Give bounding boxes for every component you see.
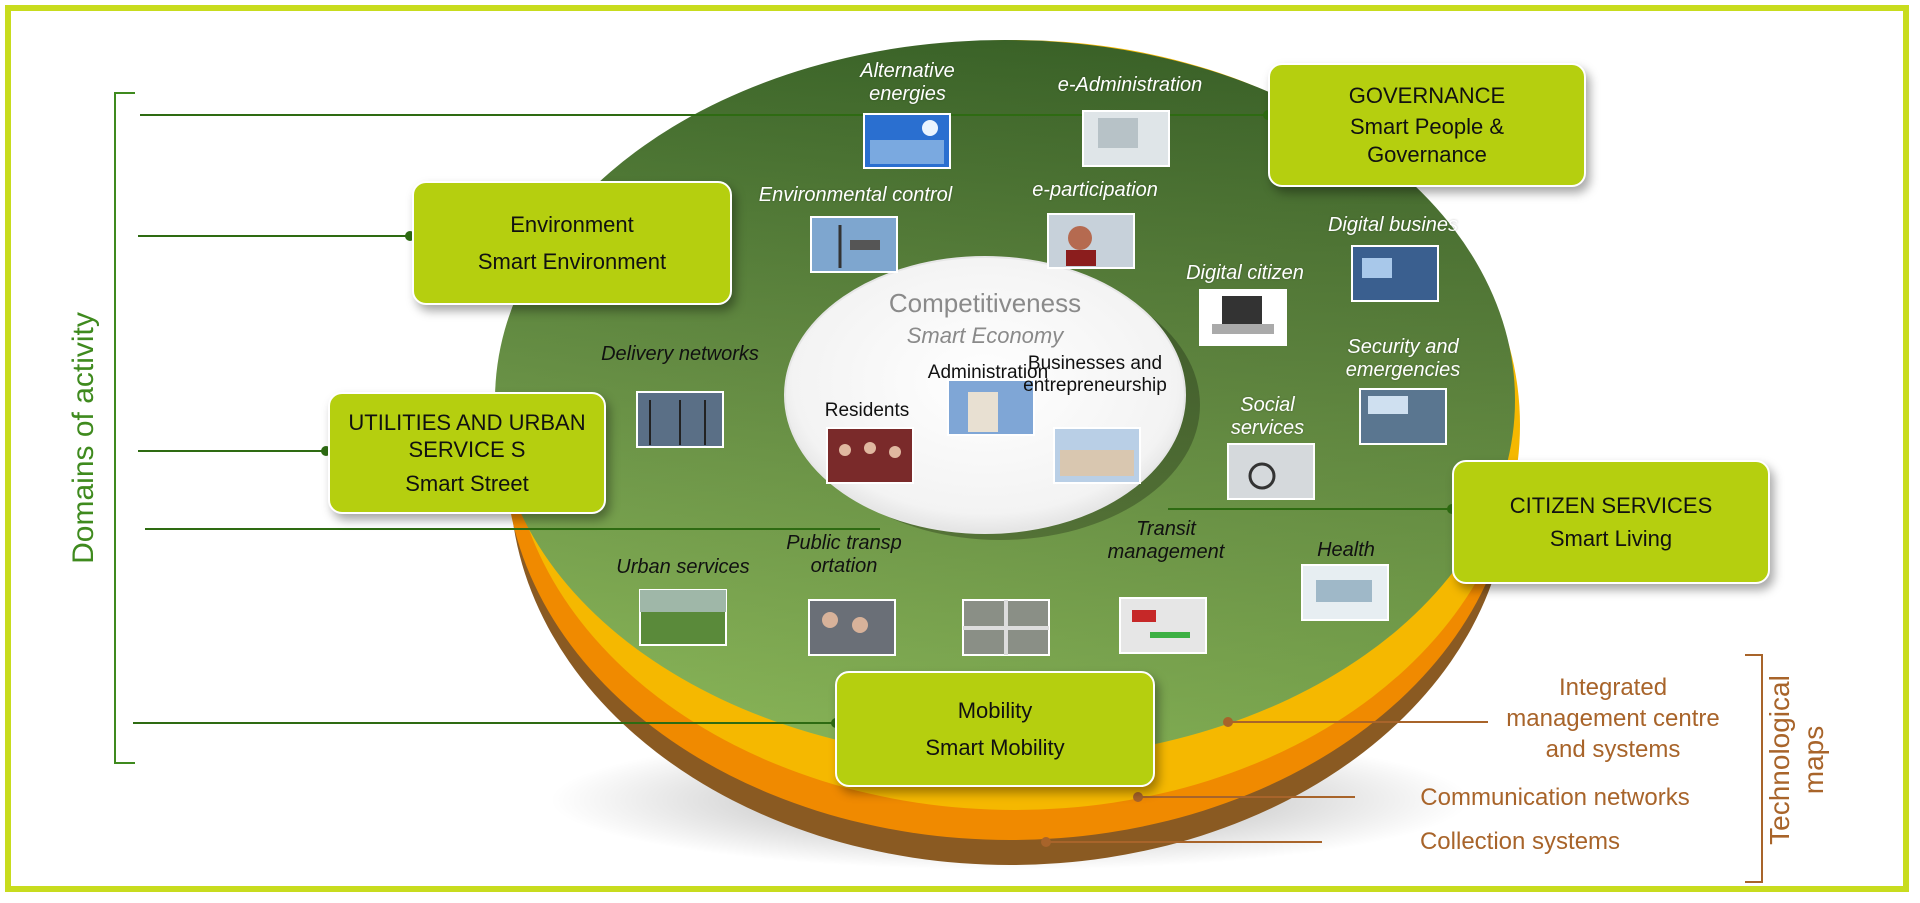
center-subtitle: Smart Economy [906,323,1064,348]
tech-title: Technological maps [1764,675,1829,845]
e-administration-label: e-Administration [1057,74,1203,96]
environmental-control-label: Environmental control [758,184,953,206]
mobility-box: Mobility Smart Mobility [835,671,1155,787]
digital-business-photo [1351,245,1439,302]
health-photo [1301,564,1389,621]
citizen-services-box: CITIZEN SERVICES Smart Living [1452,460,1770,584]
outer-frame [5,5,1909,892]
digital-citizen-photo [1199,289,1287,346]
citizen-services-subtitle: Smart Living [1549,526,1673,551]
urban-services-photo [639,589,727,646]
transit-management-label: Transit management [1107,518,1225,563]
e-administration-photo [1082,110,1170,167]
environmental-control-photo [810,216,898,273]
environment-title: Environment [510,211,634,237]
social-services-label: Social services [1230,394,1305,439]
integrated-layer-label: Integrated management centre and systems [1506,674,1720,764]
residents-label: Residents [824,400,910,421]
transit-management-photo [1119,597,1207,654]
traffic-photo [962,599,1050,656]
collection-layer-label: Collection systems [1419,828,1621,855]
tech-bracket [1745,654,1763,883]
utilities-subtitle: Smart Street [405,470,529,496]
social-services-photo [1227,443,1315,500]
communication-layer-label: Communication networks [1420,784,1690,811]
urban-services-label: Urban services [616,556,750,578]
digital-business-label: Digital busines [1327,214,1459,236]
administration-label: Administration [927,362,1049,383]
mobility-title: Mobility [957,697,1033,723]
administration-photo [947,379,1035,436]
security-photo [1359,388,1447,445]
e-participation-label: e-participation [1032,179,1158,201]
delivery-networks-label: Delivery networks [601,343,759,365]
environment-box: Environment Smart Environment [412,181,732,305]
businesses-photo [1053,427,1141,484]
domains-title: Domains of activity [67,312,100,564]
governance-title: GOVERNANCE [1348,82,1506,108]
alternative-energies-photo [863,113,951,169]
public-transportation-label: Public transportation [786,532,902,577]
governance-box: GOVERNANCE Smart People & Governance [1268,63,1586,187]
service-thumbnails [636,110,1447,656]
mobility-subtitle: Smart Mobility [925,735,1065,760]
governance-subtitle: Smart People & Governance [1349,114,1505,167]
alternative-energies-label: Alternative energies [860,60,955,105]
delivery-networks-photo [636,391,724,448]
center-title: Competitiveness [888,288,1082,318]
residents-photo [826,427,914,484]
domains-bracket [114,92,135,764]
environment-subtitle: Smart Environment [477,249,667,274]
security-label: Security and emergencies [1345,336,1461,381]
citizen-services-title: CITIZEN SERVICES [1509,492,1713,518]
e-participation-photo [1047,213,1135,269]
digital-citizen-label: Digital citizen [1186,262,1304,284]
businesses-label: Businesses and entrepreneurship [1023,353,1167,396]
health-label: Health [1317,539,1375,561]
utilities-title: UTILITIES AND URBAN SERVICE S [348,409,586,463]
public-transportation-photo [808,599,896,656]
utilities-box: UTILITIES AND URBAN SERVICE S Smart Stre… [328,392,606,514]
